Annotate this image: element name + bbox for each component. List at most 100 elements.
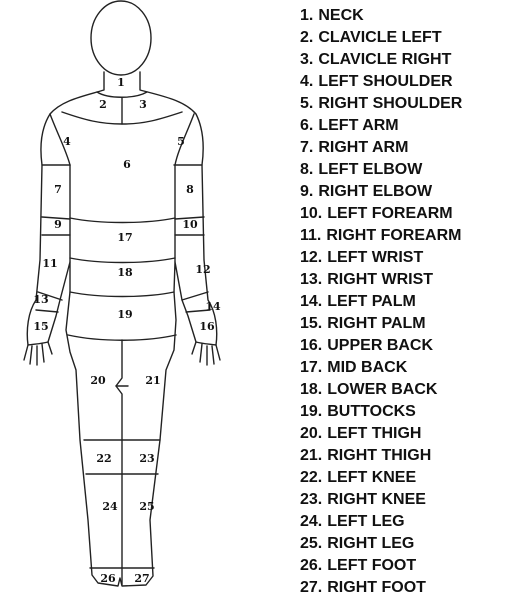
legend-item: 9. RIGHT ELBOW (300, 181, 462, 203)
legend-item: 17. MID BACK (300, 357, 462, 379)
legend-item-label: LEFT ARM (318, 117, 398, 134)
zone-label-17: 17 (117, 231, 132, 244)
zone-label-23: 23 (139, 452, 154, 465)
legend-item-label: CLAVICLE RIGHT (318, 51, 451, 68)
zone-label-11: 11 (42, 257, 57, 270)
legend-item: 13.RIGHT WRIST (300, 269, 462, 291)
legend-item: 25. RIGHT LEG (300, 533, 462, 555)
legend-item: 15. RIGHT PALM (300, 313, 462, 335)
legend-item-label: RIGHT FOREARM (326, 227, 461, 244)
legend-item: 4. LEFT SHOULDER (300, 71, 462, 93)
zone-label-5: 5 (177, 135, 185, 148)
legend-item-number: 15. (300, 313, 322, 335)
zone-label-14: 14 (205, 300, 221, 313)
legend-item-label: MID BACK (327, 359, 407, 376)
legend-item: 18. LOWER BACK (300, 379, 462, 401)
zone-label-8: 8 (186, 183, 194, 196)
legend-item: 22. LEFT KNEE (300, 467, 462, 489)
legend-item-number: 22. (300, 467, 322, 489)
legend-item-label: LEFT KNEE (327, 469, 416, 486)
legend-item-label: RIGHT FOOT (327, 579, 426, 596)
zone-label-26: 26 (100, 572, 116, 585)
legend-item-label: LEFT PALM (327, 293, 416, 310)
legend-item: 1.NECK (300, 5, 462, 27)
zone-label-19: 19 (117, 308, 132, 321)
legend-item-number: 25. (300, 533, 322, 555)
legend-item-number: 14. (300, 291, 322, 313)
zone-label-7: 7 (54, 183, 62, 196)
legend-item: 24. LEFT LEG (300, 511, 462, 533)
zone-label-18: 18 (117, 266, 133, 279)
legend-item-number: 5. (300, 93, 313, 115)
legend-item-number: 4. (300, 71, 313, 93)
legend-item-label: LEFT FOOT (327, 557, 416, 574)
legend-item-label: LEFT THIGH (327, 425, 421, 442)
legend-item-number: 9. (300, 181, 313, 203)
zone-label-6: 6 (123, 158, 131, 171)
legend-item-number: 17. (300, 357, 322, 379)
legend-item-number: 18. (300, 379, 322, 401)
legend-item-label: RIGHT KNEE (327, 491, 426, 508)
legend-item-number: 21. (300, 445, 322, 467)
legend-item-label: RIGHT WRIST (327, 271, 433, 288)
legend-item: 27. RIGHT FOOT (300, 577, 462, 598)
legend-item-label: NECK (318, 7, 363, 24)
legend-item-number: 23. (300, 489, 322, 511)
zone-label-16: 16 (199, 320, 215, 333)
legend-item: 16. UPPER BACK (300, 335, 462, 357)
legend-item-label: RIGHT ARM (318, 139, 408, 156)
zone-label-3: 3 (139, 98, 147, 111)
zone-label-4: 4 (63, 135, 71, 148)
legend-item: 12.LEFT WRIST (300, 247, 462, 269)
legend-item-label: UPPER BACK (327, 337, 433, 354)
zone-label-27: 27 (134, 572, 149, 585)
legend-item-number: 27. (300, 577, 322, 598)
legend-item: 11.RIGHT FOREARM (300, 225, 462, 247)
head-outline (91, 1, 151, 75)
legend-item-number: 10. (300, 203, 322, 225)
legend-item: 3. CLAVICLE RIGHT (300, 49, 462, 71)
legend-item-label: LEFT SHOULDER (318, 73, 452, 90)
legend-item-label: LEFT LEG (327, 513, 404, 530)
legend-item-number: 24. (300, 511, 322, 533)
legend-item: 7. RIGHT ARM (300, 137, 462, 159)
legend-item-label: RIGHT THIGH (327, 447, 431, 464)
legend-item-label: CLAVICLE LEFT (318, 29, 441, 46)
legend-item-number: 16. (300, 335, 322, 357)
legend-item-label: BUTTOCKS (327, 403, 416, 420)
legend-item-number: 7. (300, 137, 313, 159)
legend-item-label: RIGHT LEG (327, 535, 414, 552)
legend-item-number: 3. (300, 49, 313, 71)
legend-item-number: 26. (300, 555, 322, 577)
legend-item-label: LOWER BACK (327, 381, 437, 398)
legend-item-label: RIGHT PALM (327, 315, 425, 332)
zone-label-21: 21 (145, 374, 160, 387)
zone-label-22: 22 (96, 452, 111, 465)
legend-item: 5.RIGHT SHOULDER (300, 93, 462, 115)
legend-item: 8. LEFT ELBOW (300, 159, 462, 181)
zone-label-12: 12 (195, 263, 210, 276)
legend-item-number: 6. (300, 115, 313, 137)
legend-item: 26. LEFT FOOT (300, 555, 462, 577)
legend-item-number: 19. (300, 401, 322, 423)
legend-item-number: 2. (300, 27, 313, 49)
legend-item-number: 8. (300, 159, 313, 181)
zone-label-15: 15 (33, 320, 48, 333)
legend-item: 19. BUTTOCKS (300, 401, 462, 423)
legend-item: 2. CLAVICLE LEFT (300, 27, 462, 49)
zone-label-10: 10 (182, 218, 198, 231)
zone-label-2: 2 (99, 98, 107, 111)
legend-item: 10.LEFT FOREARM (300, 203, 462, 225)
zone-label-13: 13 (33, 293, 48, 306)
zone-label-9: 9 (54, 218, 62, 231)
legend-item-label: LEFT ELBOW (318, 161, 422, 178)
legend-item-label: RIGHT ELBOW (318, 183, 432, 200)
legend-item: 6. LEFT ARM (300, 115, 462, 137)
legend-item-number: 20. (300, 423, 322, 445)
legend-item: 23. RIGHT KNEE (300, 489, 462, 511)
legend-item: 20. LEFT THIGH (300, 423, 462, 445)
